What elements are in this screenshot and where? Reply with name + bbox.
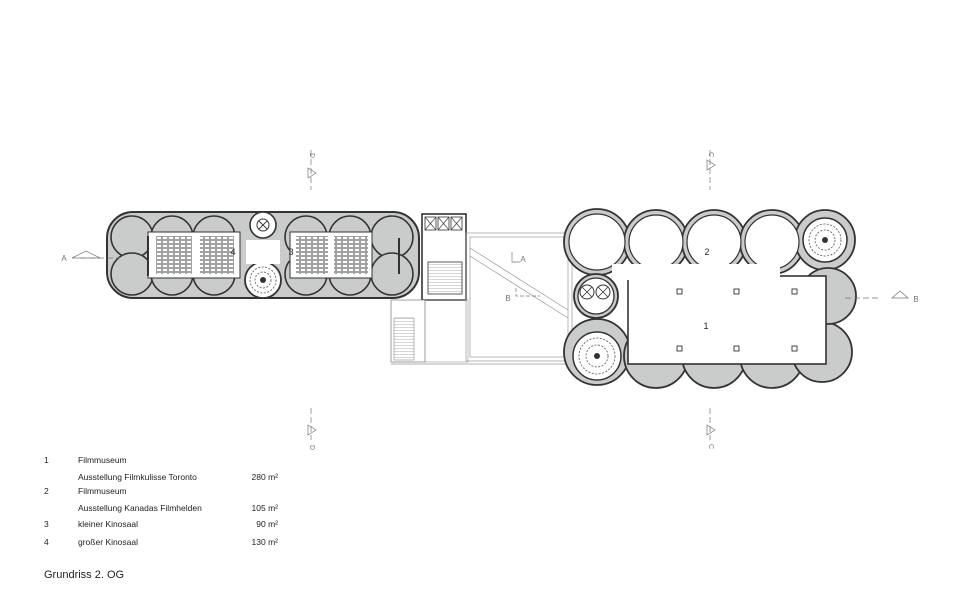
section-lines: [71, 150, 909, 440]
section-label-a-mid: A: [520, 255, 526, 264]
room-label-4: 4: [230, 247, 235, 257]
section-label-b-right: B: [913, 295, 918, 304]
room-label-3: 3: [288, 247, 293, 257]
section-label-b-mid: B: [505, 294, 510, 303]
left-wing: [106, 211, 469, 363]
room-label-2: 2: [704, 247, 709, 257]
section-label-d-bottom: D: [308, 445, 315, 450]
section-label-d-top: D: [308, 153, 315, 158]
section-label-a-left: A: [61, 254, 67, 263]
right-wing: [563, 208, 857, 389]
section-label-c-top: C: [707, 152, 714, 157]
room-label-1: 1: [703, 321, 708, 331]
drawing-caption: Grundriss 2. OG: [44, 569, 125, 581]
connector-bridge: [391, 232, 575, 365]
section-label-c-bottom: C: [707, 444, 714, 449]
